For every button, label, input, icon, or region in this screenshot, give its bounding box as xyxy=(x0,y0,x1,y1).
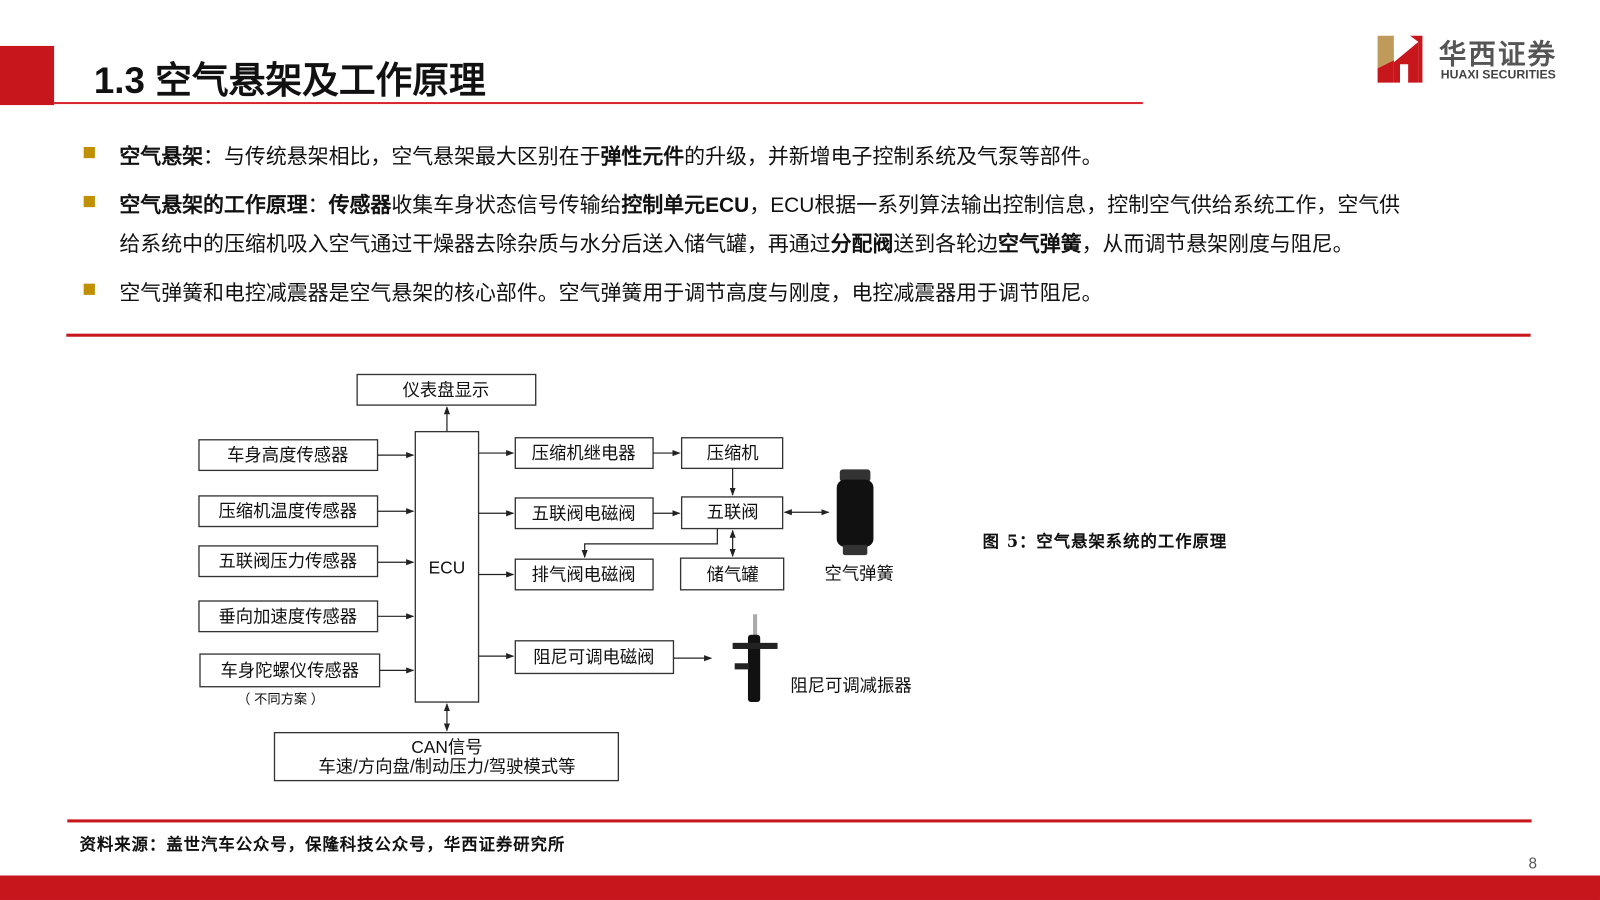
bottom-bar xyxy=(0,875,1600,900)
bullet-icon xyxy=(83,195,95,208)
title-underline xyxy=(54,102,1143,105)
five-valve-solenoid-label: 五联阀电磁阀 xyxy=(532,503,636,523)
text-segment: ，ECU根据一系列算法输出控制信息，控制空气供给系统工作，空气供 xyxy=(749,193,1401,218)
compressor-relay-box xyxy=(514,437,654,470)
can-label-2: 车速/方向盘/制动压力/驾驶模式等 xyxy=(318,756,575,776)
sensor-label: 垂向加速度传感器 xyxy=(218,606,357,626)
bold-text: 空气悬架的工作原理 xyxy=(119,193,308,218)
sensor-label: 车身陀螺仪传感器 xyxy=(220,660,359,680)
bold-text: 控制单元ECU xyxy=(621,193,750,218)
footer-divider xyxy=(67,819,1532,823)
sensor-box xyxy=(198,439,379,472)
bold-text: 传感器 xyxy=(328,193,392,218)
sensor-box xyxy=(198,545,379,578)
sensor-label: 五联阀压力传感器 xyxy=(218,551,357,571)
text-segment: 送到各轮边 xyxy=(893,232,998,257)
sensor-note: （ 不同方案 ） xyxy=(237,691,324,706)
bold-text: 空气悬架 xyxy=(119,144,204,169)
damping-solenoid-label: 阻尼可调电磁阀 xyxy=(533,647,654,667)
sensor-label: 车身高度传感器 xyxy=(227,445,348,465)
damper-icon xyxy=(732,614,778,703)
air-tank-box xyxy=(679,557,785,591)
dashboard-box xyxy=(356,373,537,406)
exhaust-solenoid-label: 排气阀电磁阀 xyxy=(532,564,636,584)
section-divider xyxy=(66,333,1531,337)
air-spring-icon xyxy=(836,469,874,556)
text-segment: ，从而调节悬架刚度与阻尼。 xyxy=(1081,232,1354,257)
air-tank-label: 储气罐 xyxy=(707,564,759,584)
five-valve-box xyxy=(680,496,784,530)
text-segment: 收集车身状态信号传输给 xyxy=(391,193,622,218)
source-note: 资料来源：盖世汽车公众号，保隆科技公众号，华西证券研究所 xyxy=(79,834,566,855)
bullet-3-line-1: 空气弹簧和电控减震器是空气悬架的核心部件。空气弹簧用于调节高度与刚度，电控减震器… xyxy=(119,276,1102,307)
can-signal-box xyxy=(273,731,620,782)
dashboard-label: 仪表盘显示 xyxy=(403,380,490,400)
can-label-1: CAN信号 xyxy=(411,737,482,757)
logo-h-icon xyxy=(1377,35,1423,83)
sensor-box xyxy=(198,600,379,633)
bullet-icon xyxy=(83,146,95,159)
bullet-2-line-1: 空气悬架的工作原理：传感器收集车身状态信号传输给控制单元ECU，ECU根据一系列… xyxy=(119,188,1400,219)
ecu-label: ECU xyxy=(429,557,466,577)
five-valve-solenoid-box xyxy=(514,497,654,530)
text-segment: 给系统中的压缩机吸入空气通过干燥器去除杂质与水分后送入储气罐，再通过 xyxy=(119,232,831,257)
text-segment: ： xyxy=(307,193,329,218)
damper-label: 阻尼可调减振器 xyxy=(790,676,911,696)
title-accent-block xyxy=(0,45,55,106)
text-segment: 空气弹簧和电控减震器是空气悬架的核心部件。空气弹簧用于调节高度与刚度，电控减震器… xyxy=(119,281,1103,306)
sensor-box xyxy=(198,495,379,528)
huaxi-logo: 华西证券 HUAXI SECURITIES xyxy=(1377,34,1572,85)
page-title: 1.3 空气悬架及工作原理 xyxy=(93,59,486,102)
bold-text: 弹性元件 xyxy=(600,144,685,169)
damping-solenoid-box xyxy=(514,640,675,675)
figure-caption: 图 5：空气悬架系统的工作原理 xyxy=(982,531,1228,552)
exhaust-solenoid-box xyxy=(514,558,654,591)
text-segment: 的升级，并新增电子控制系统及气泵等部件。 xyxy=(684,144,1103,169)
sensor-label: 压缩机温度传感器 xyxy=(218,501,357,521)
compressor-relay-label: 压缩机继电器 xyxy=(532,443,636,463)
bold-text: 空气弹簧 xyxy=(997,232,1082,257)
page-number: 8 xyxy=(1528,855,1538,873)
sensor-box xyxy=(199,653,381,688)
bullet-2-line-2: 给系统中的压缩机吸入空气通过干燥器去除杂质与水分后送入储气罐，再通过分配阀送到各… xyxy=(119,227,1353,258)
arrows xyxy=(377,406,830,732)
compressor-label: 压缩机 xyxy=(707,443,759,463)
compressor-box xyxy=(680,437,784,470)
bold-text: 分配阀 xyxy=(830,232,894,257)
text-segment: ：与传统悬架相比，空气悬架最大区别在于 xyxy=(203,144,601,169)
bullet-1-line-1: 空气悬架：与传统悬架相比，空气悬架最大区别在于弹性元件的升级，并新增电子控制系统… xyxy=(119,139,1102,170)
air-spring-label: 空气弹簧 xyxy=(825,563,894,583)
five-valve-label: 五联阀 xyxy=(707,502,759,522)
bullet-icon xyxy=(83,283,95,295)
ecu-box xyxy=(414,430,480,703)
